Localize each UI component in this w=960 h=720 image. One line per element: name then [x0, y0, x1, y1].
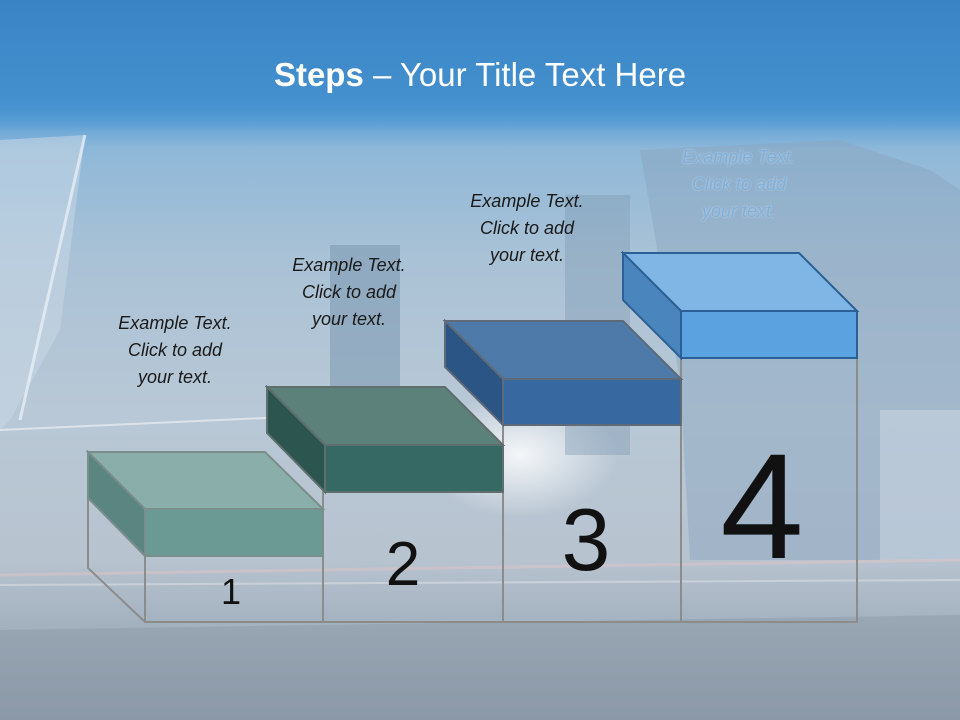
step-2-caption[interactable]: Example Text. Click to add your text.: [264, 252, 434, 333]
step-1-number: 1: [221, 571, 241, 612]
step-3-number: 3: [562, 490, 611, 589]
caption-line: Click to add: [479, 218, 575, 238]
caption-line: Example Text.: [682, 147, 796, 167]
caption-line: your text.: [701, 201, 777, 221]
caption-line: Example Text.: [118, 313, 232, 333]
title-rest-part: – Your Title Text Here: [363, 56, 687, 93]
step-1-caption[interactable]: Example Text. Click to add your text.: [90, 310, 260, 391]
caption-line: Click to add: [691, 174, 787, 194]
step-4-caption[interactable]: Example Text. Click to add your text.: [654, 144, 824, 225]
title-bold-part: Steps: [273, 56, 364, 93]
caption-line: Click to add: [301, 282, 397, 302]
step-3-slab: [442, 318, 684, 428]
caption-line: Example Text.: [470, 191, 584, 211]
caption-line: Click to add: [127, 340, 223, 360]
step-4-number: 4: [720, 422, 803, 590]
step-1-box-outline: [87, 498, 146, 623]
slide-title[interactable]: Steps – Your Title Text Here: [0, 52, 960, 98]
step-2-slab: [264, 384, 506, 495]
step-1-slab: [85, 449, 326, 559]
caption-line: your text.: [311, 309, 387, 329]
step-3-caption[interactable]: Example Text. Click to add your text.: [442, 188, 612, 269]
caption-line: your text.: [489, 245, 565, 265]
title-band: [0, 0, 960, 132]
caption-line: Example Text.: [292, 255, 406, 275]
caption-line: your text.: [137, 367, 213, 387]
step-2-number: 2: [386, 530, 420, 599]
step-4-slab: [620, 250, 860, 361]
